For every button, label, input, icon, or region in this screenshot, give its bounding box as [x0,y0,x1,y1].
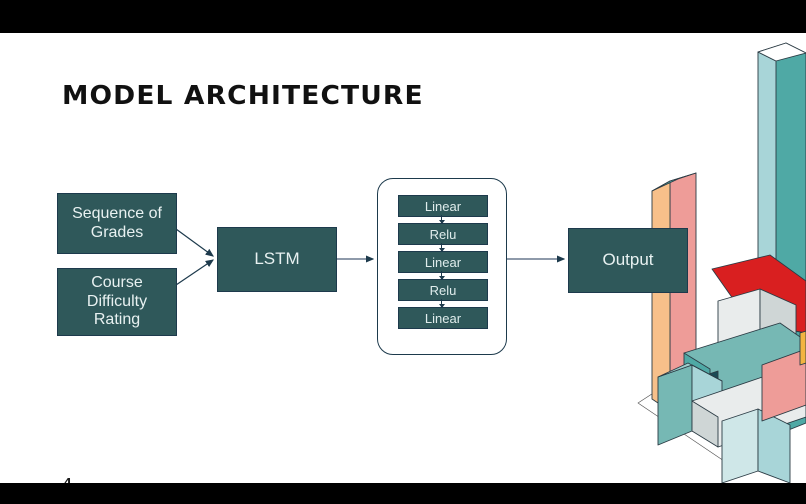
letterbox-top [0,0,806,33]
node-output: Output [568,228,688,293]
node-seq-line1: Sequence of [72,204,162,222]
node-diff-line3: Rating [93,311,141,329]
letterbox-bottom [0,483,806,504]
node-lstm: LSTM [217,227,337,292]
mlp-layer-linear-2: Linear [398,251,488,273]
node-seq-line2: Grades [90,223,144,241]
mlp-layer-linear-1: Linear [398,195,488,217]
mlp-arrow-3 [438,271,445,280]
mlp-layer-relu-2: Relu [398,279,488,301]
node-course-difficulty-rating: Course Difficulty Rating [57,268,177,336]
mlp-arrow-1 [438,215,445,224]
slide-canvas: MODEL ARCHITECTURE [0,33,806,483]
node-diff-line1: Course [91,273,143,291]
mlp-arrow-2 [438,243,445,252]
slide-number: 4 [64,476,72,483]
mlp-arrow-4 [438,299,445,308]
mlp-layer-linear-3: Linear [398,307,488,329]
page-title: MODEL ARCHITECTURE [62,81,424,111]
node-diff-line2: Difficulty [86,292,148,310]
diagram-connectors [175,228,566,286]
mlp-layer-relu-1: Relu [398,223,488,245]
node-sequence-of-grades: Sequence of Grades [57,193,177,254]
